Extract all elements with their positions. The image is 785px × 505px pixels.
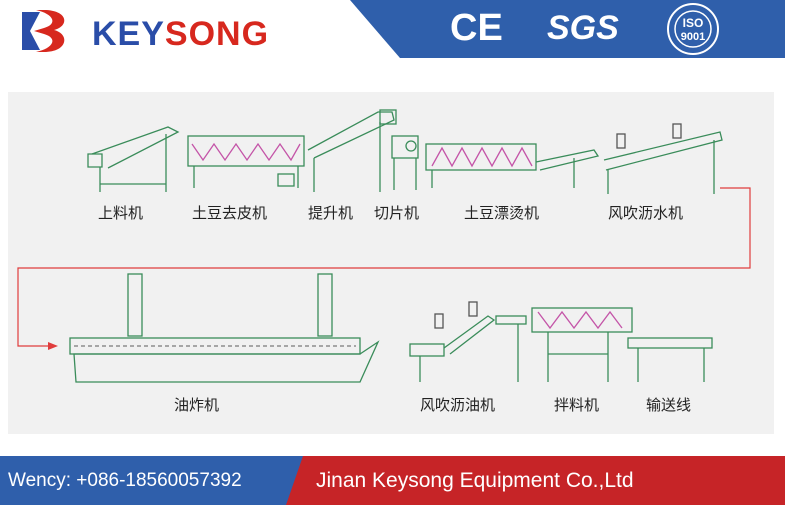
machine-label-conveyor: 输送线 xyxy=(646,396,692,414)
brand-part-song: SONG xyxy=(164,15,270,53)
conveyor-machine xyxy=(627,337,713,382)
brand-name: KEYSONG xyxy=(92,14,269,54)
machine-label-fryer: 油炸机 xyxy=(174,396,220,414)
air-deoiling-machine xyxy=(409,301,527,382)
elevator-machine xyxy=(307,109,397,192)
machine-label-elevator: 提升机 xyxy=(308,204,354,222)
machine-label-air-deoiling: 风吹沥油机 xyxy=(420,396,496,414)
fryer-machine xyxy=(69,273,380,383)
sgs-mark: SGS xyxy=(547,9,619,47)
production-line-diagram: 上料机 土豆去皮机 提升机 切片机 土豆漂烫机 风吹沥水机 油炸机 风吹沥油机 … xyxy=(8,92,774,434)
brand-part-key: KEY xyxy=(92,15,165,53)
ce-mark: CE xyxy=(450,7,503,49)
mixer-machine xyxy=(531,307,633,382)
iso-badge-icon: ISO 9001 xyxy=(667,3,719,55)
keysong-logo-icon xyxy=(22,10,65,52)
footer-contact-band xyxy=(0,456,303,505)
machine-label-blancher: 土豆漂烫机 xyxy=(464,204,540,222)
process-flow-line xyxy=(17,187,751,347)
iso-text: ISO xyxy=(683,16,704,30)
iso-number-text: 9001 xyxy=(681,31,705,43)
header: KEYSONG CE SGS ISO 9001 xyxy=(0,0,785,62)
slicer-machine xyxy=(391,135,419,190)
machine-label-peeler: 土豆去皮机 xyxy=(192,204,268,222)
feeder-machine xyxy=(87,126,180,192)
blancher-machine xyxy=(425,143,600,188)
machine-label-feeder: 上料机 xyxy=(98,204,144,222)
machine-label-air-dewatering: 风吹沥水机 xyxy=(608,204,684,222)
peeler-machine xyxy=(187,135,305,188)
machine-label-mixer: 拌料机 xyxy=(554,396,600,414)
air-dewatering-machine xyxy=(603,123,723,194)
company-name: Jinan Keysong Equipment Co.,Ltd xyxy=(316,469,634,492)
contact-info: Wency: +086-18560057392 xyxy=(8,470,242,491)
machine-label-slicer: 切片机 xyxy=(374,204,420,222)
machine-drawings xyxy=(17,109,751,383)
footer: Wency: +086-18560057392 Jinan Keysong Eq… xyxy=(0,456,785,505)
header-band xyxy=(350,0,785,58)
flow-arrow-icon xyxy=(48,342,58,350)
